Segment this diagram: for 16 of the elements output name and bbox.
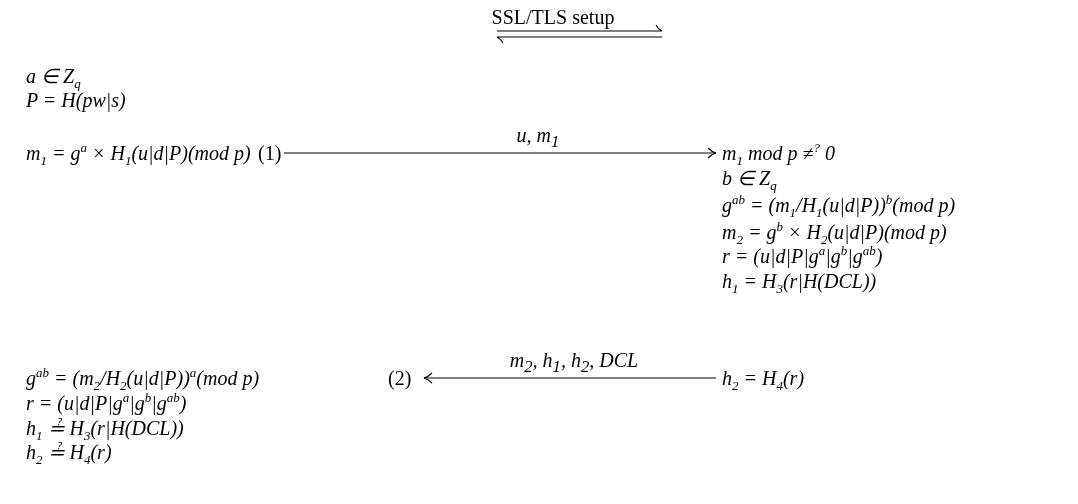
formula: m$_{1}$ mod p ≠$^{?}$ 0: [722, 141, 835, 165]
formula: h$_{2}$ = H$_{4}$(r): [722, 366, 805, 390]
formula: g$^{ab}$ = (m$_{2}$/H$_{2}$(u|d|P))$^{a}$(mod p): [26, 366, 260, 390]
step-number: (2): [388, 366, 412, 390]
formula: h$_{1}$ = H$_{3}$(r|H(DCL)): [722, 269, 877, 293]
formula: h$_{2}$ ≟ H$_{4}$(r): [26, 440, 112, 464]
edge-label: u, m$_{1}$: [516, 122, 560, 153]
formula: g$^{ab}$ = (m$_{1}$/H$_{1}$(u|d|P))$^{b}$(mod p): [722, 193, 956, 217]
formula: r = (u|d|P|g$^{a}$|g$^{b}$|g$^{ab}$): [722, 244, 883, 268]
formula: h$_{1}$ ≟ H$_{3}$(r|H(DCL)): [26, 416, 184, 440]
edge-label: m$_{2}$, h$_{1}$, h$_{2}$, DCL: [509, 347, 639, 378]
channel-label: SSL/TLS setup: [491, 5, 615, 29]
formula: m$_{2}$ = g$^{b}$ × H$_{2}$(u|d|P)(mod p): [722, 220, 947, 244]
step-number: (1): [258, 141, 282, 165]
formula: r = (u|d|P|g$^{a}$|g$^{b}$|g$^{ab}$): [26, 391, 187, 415]
formula: m$_{1}$ = g$^{a}$ × H$_{1}$(u|d|P)(mod p): [26, 141, 251, 165]
